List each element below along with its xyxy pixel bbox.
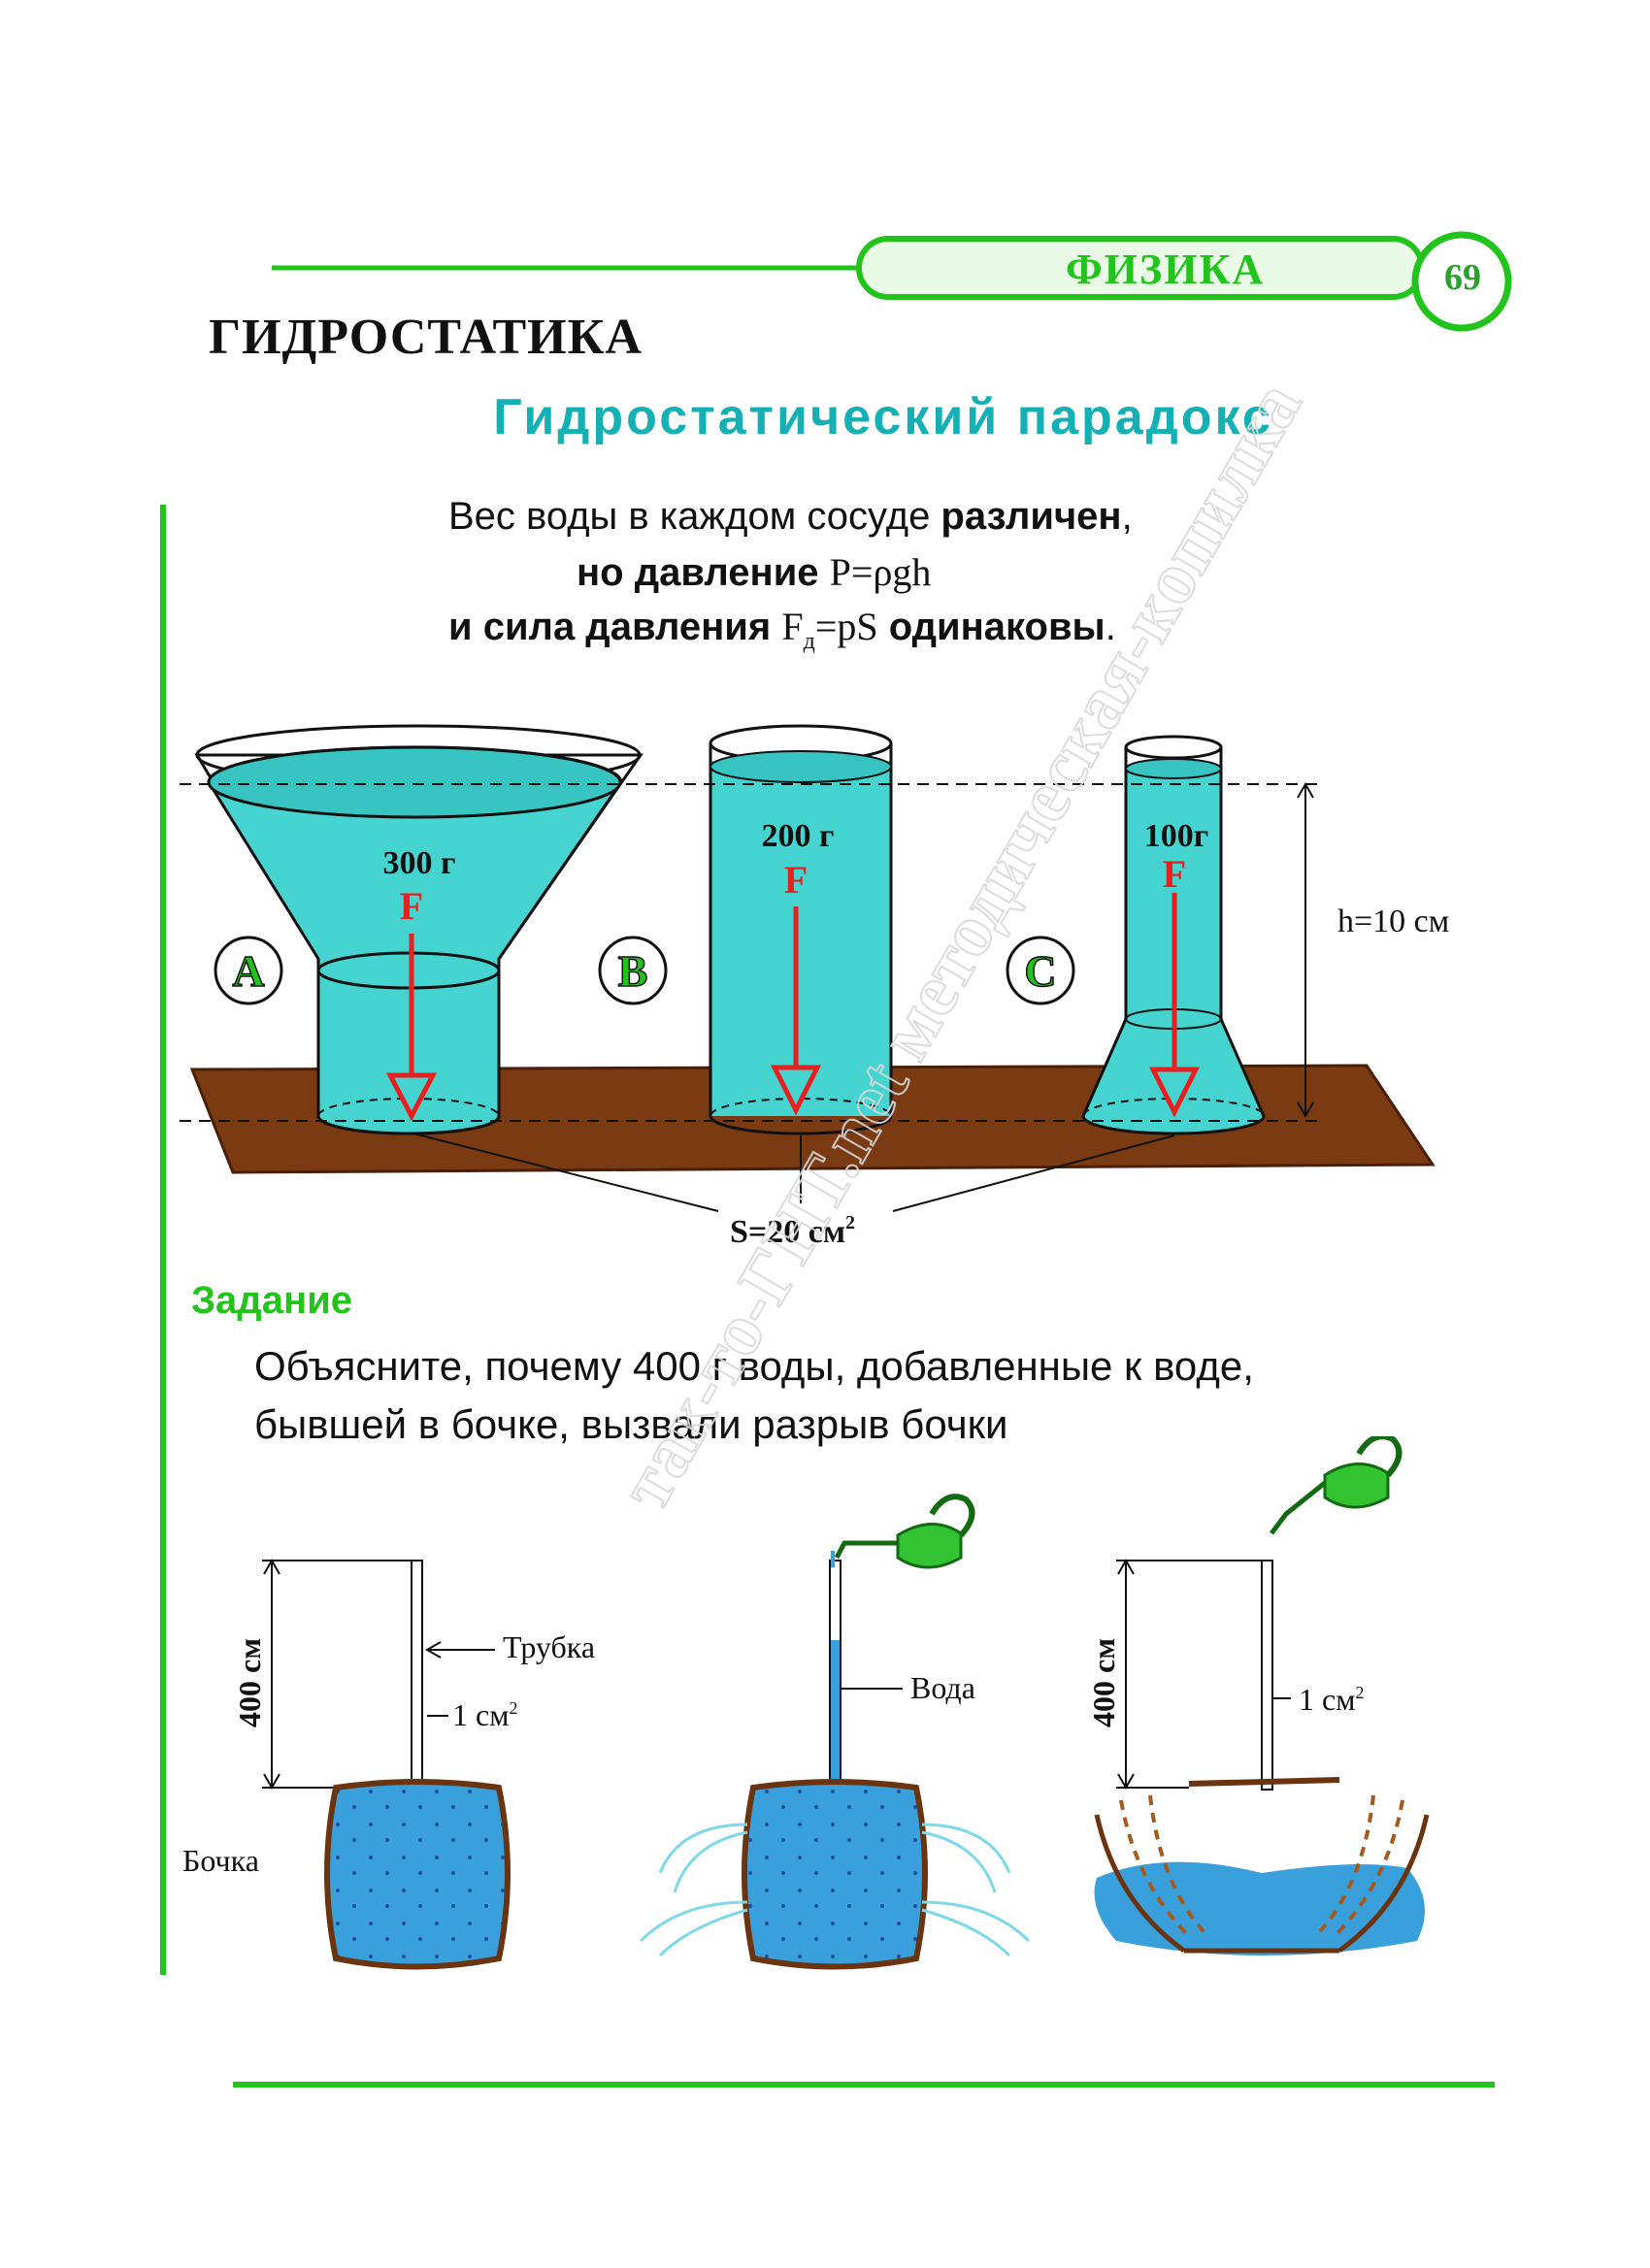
statement-text: .: [1105, 606, 1116, 648]
tube-water: [831, 1640, 840, 1797]
barrel-body: [324, 1779, 511, 1970]
statement-line-3: и сила давления Fд=pS одинаковы.: [448, 604, 1116, 655]
water-jets: [639, 1823, 1031, 1957]
tube-area-label: 1 см2: [452, 1697, 517, 1732]
height-arrow-top: [1297, 781, 1314, 799]
statement-line-1: Вес воды в каждом сосуде различен,: [448, 495, 1133, 539]
statement-emphasis: одинаковы: [877, 606, 1106, 648]
mass-label-c: 100г: [1144, 818, 1208, 854]
height-arrow-bottom: [1297, 1101, 1314, 1119]
topic-title: Гидростатический парадокс: [493, 389, 1273, 445]
tube-area-text: 1 см: [1299, 1682, 1355, 1717]
task-line-1: Объясните, почему 400 г воды, добавленны…: [254, 1343, 1254, 1389]
water-label: Вода: [910, 1670, 975, 1705]
barrels-diagram: 400 см Трубка 1 см2 Бочка: [182, 1436, 1430, 1970]
height-label: 400 см: [1086, 1638, 1121, 1727]
tube-area-sup: 2: [509, 1698, 517, 1718]
statement-emphasis: и сила давления: [448, 606, 782, 648]
watering-can-icon: [1270, 1436, 1402, 1535]
watermark-text: так-то-ГНТ.net методическая-копилка: [604, 368, 1317, 1522]
task-line-2: бывшей в бочке, вызвали разрыв бочки: [254, 1401, 1008, 1447]
force-formula: F: [781, 605, 804, 648]
page-number-circle: [1411, 231, 1512, 332]
pressure-formula: P=ρgh: [829, 550, 932, 594]
height-label: 400 см: [232, 1638, 267, 1727]
barrel-label: Бочка: [182, 1843, 259, 1878]
broken-staves-dashed: [1119, 1794, 1404, 1938]
vessel-letter-a: A: [214, 936, 283, 1005]
force-formula-rest: =pS: [814, 605, 878, 648]
force-arrow-c: [1148, 893, 1201, 1118]
force-label-b: F: [784, 858, 808, 902]
statement-emphasis: различен: [940, 495, 1122, 538]
area-label-sup: 2: [845, 1212, 855, 1233]
vessel-letter-text: C: [1024, 946, 1056, 996]
vessels-diagram: F F F 300 г 200 г 100г A B C h=10 см S=2…: [180, 724, 1449, 1250]
force-label-a: F: [400, 884, 423, 928]
barrel-intact: 400 см Трубка 1 см2 Бочка: [182, 1558, 595, 1970]
barrel-body: [742, 1779, 928, 1970]
tube-area-label: 1 см2: [1299, 1682, 1364, 1717]
vessel-letter-text: A: [232, 946, 264, 996]
statement-emphasis: но давление: [577, 551, 830, 594]
section-title: ГИДРОСТАТИКА: [209, 310, 643, 365]
vessel-letter-b: B: [598, 936, 668, 1005]
broken-staves: [1094, 1814, 1430, 1954]
mass-label-b: 200 г: [762, 818, 835, 854]
vessel-letter-c: C: [1006, 936, 1075, 1005]
tube-label: Трубка: [503, 1629, 595, 1664]
barrel-burst: 400 см 1 см2: [1086, 1436, 1430, 1956]
barrel-leaking: Вода: [639, 1494, 1031, 1970]
vessel-b: [709, 724, 893, 1135]
watering-can-icon: [831, 1494, 975, 1569]
task-heading: Задание: [191, 1279, 352, 1322]
force-label-c: F: [1163, 852, 1186, 896]
tube-area-sup: 2: [1355, 1683, 1364, 1702]
force-arrow-a: [385, 934, 438, 1122]
force-arrow-b: [770, 906, 822, 1116]
height-label: h=10 см: [1337, 904, 1449, 939]
mass-label-a: 300 г: [383, 845, 456, 881]
header-label: ФИЗИКА: [1066, 246, 1266, 293]
statement-text: Вес воды в каждом сосуде: [448, 495, 941, 538]
vessel-letter-text: B: [618, 946, 648, 996]
area-leader-c: [892, 1134, 1175, 1212]
statement-line-2: но давление P=ρgh: [577, 549, 931, 595]
page-number: 69: [1444, 257, 1481, 298]
area-leader-a: [412, 1133, 719, 1212]
area-label-text: S=20 см: [730, 1214, 845, 1250]
spilled-water: [1094, 1861, 1425, 1956]
statement-text: ,: [1121, 495, 1133, 538]
barrel-lid: [1188, 1777, 1340, 1787]
force-subscript: д: [803, 629, 815, 654]
tube: [1261, 1560, 1273, 1791]
tube-area-text: 1 см: [452, 1697, 509, 1732]
area-label: S=20 см2: [730, 1212, 855, 1250]
